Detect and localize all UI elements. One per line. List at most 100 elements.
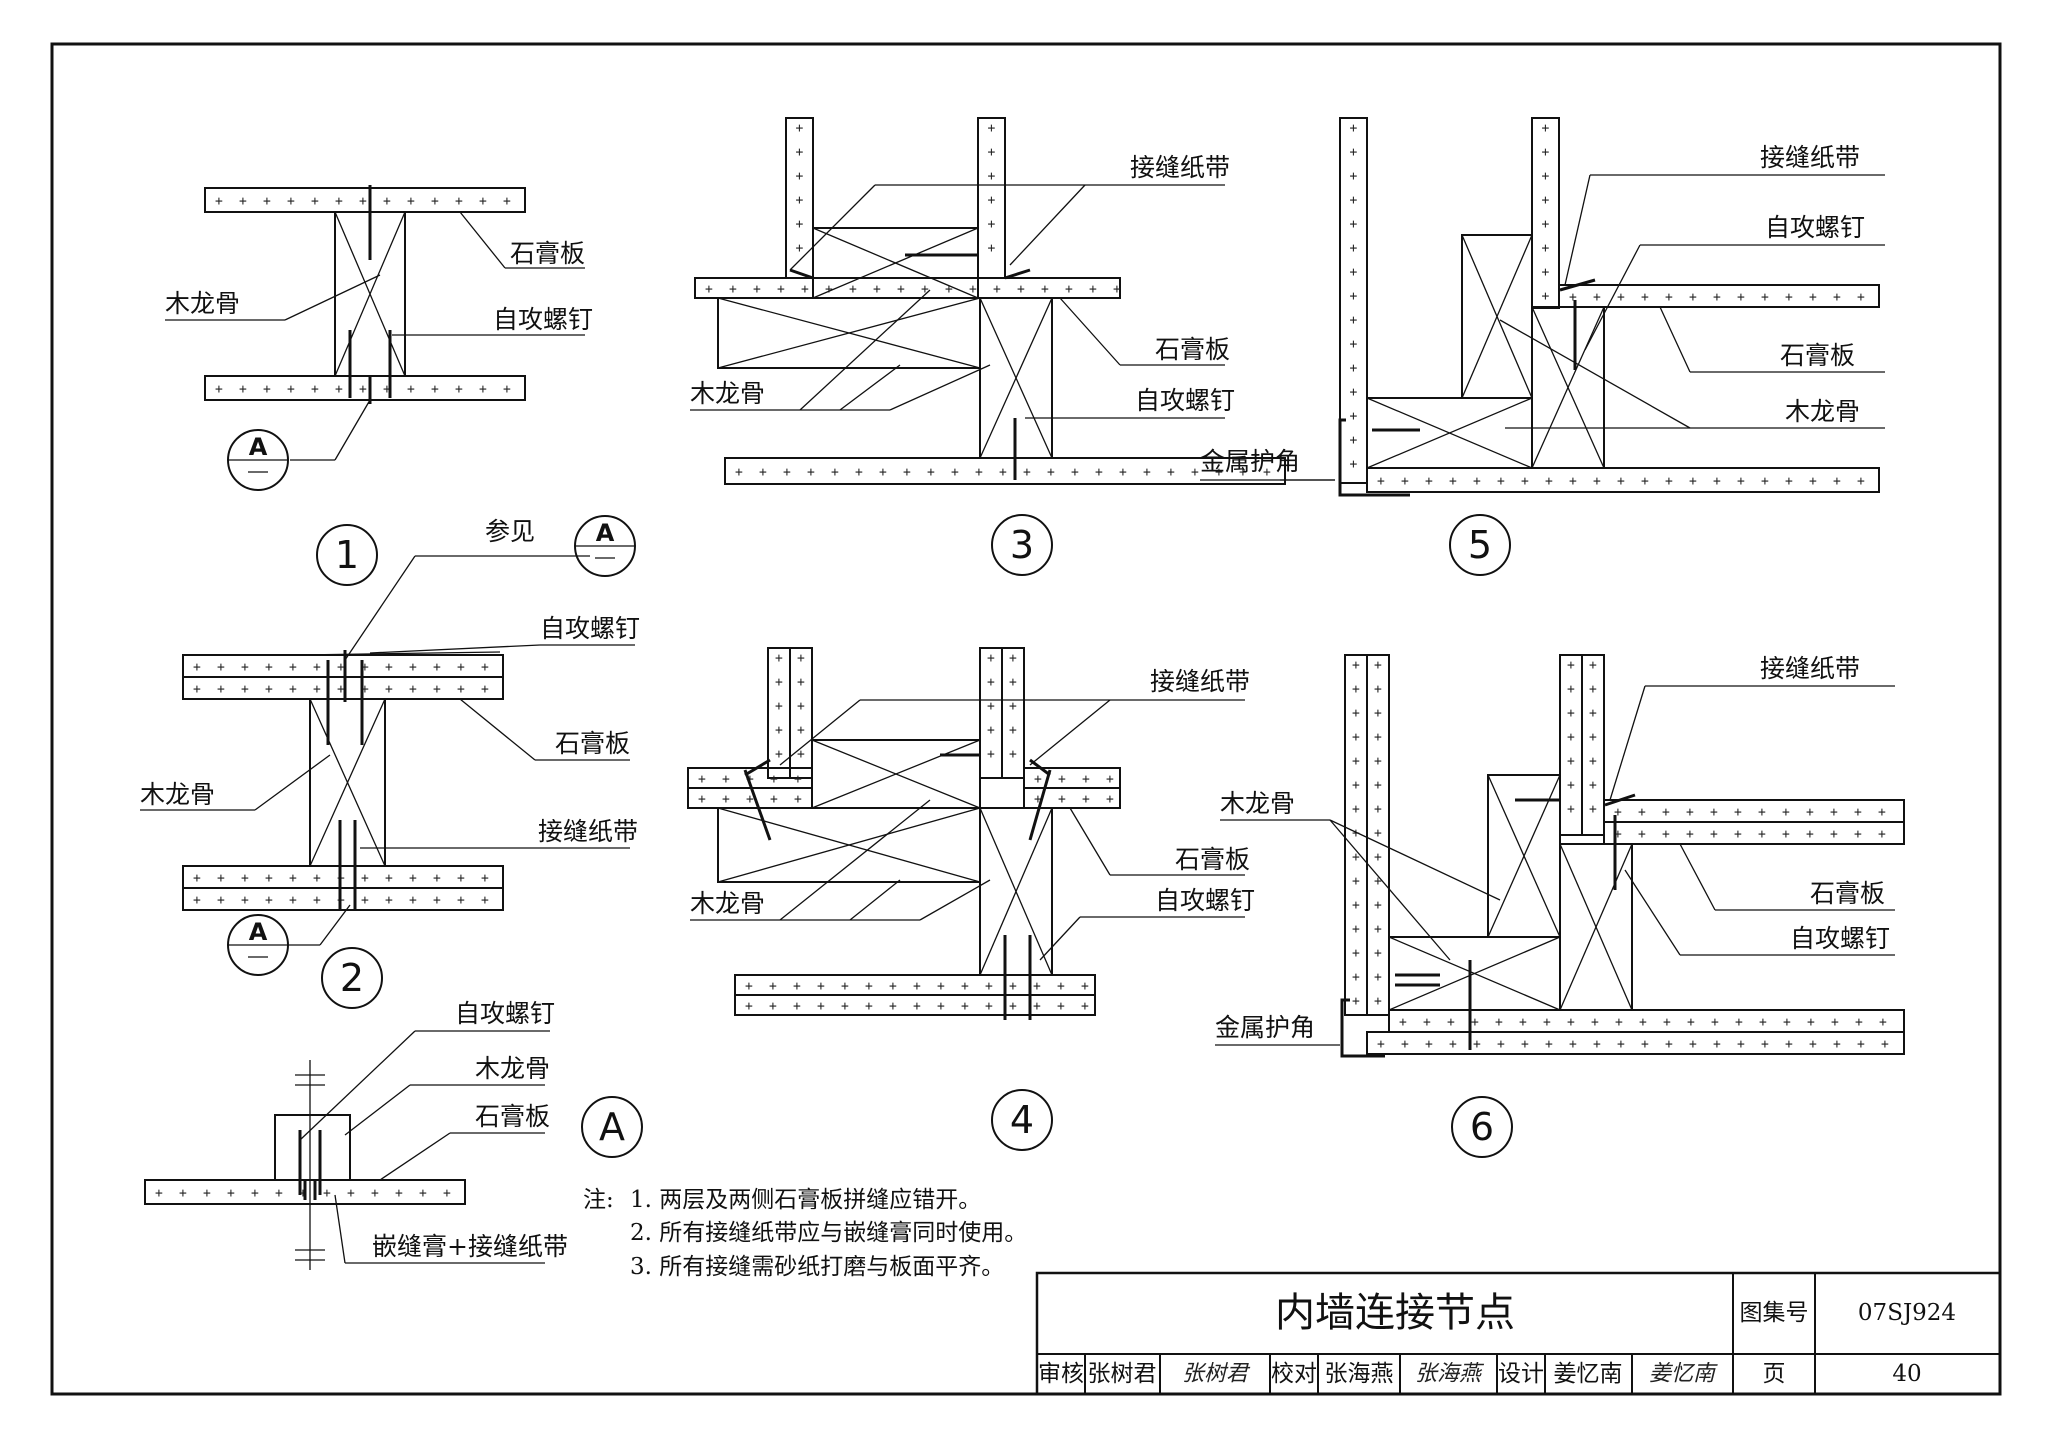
hatch-mark: + <box>988 193 996 208</box>
hatch-mark: + <box>961 999 969 1014</box>
hatch-mark: + <box>729 282 737 297</box>
hatch-mark: + <box>347 1186 355 1201</box>
design-label: 设计 <box>1498 1361 1544 1387</box>
hatch-mark: + <box>1350 457 1358 472</box>
hatch-mark: + <box>1399 1015 1407 1030</box>
hatch-mark: + <box>263 382 271 397</box>
hatch-mark: + <box>1023 465 1031 480</box>
atlas-no-label: 图集号 <box>1740 1300 1809 1326</box>
hatch-mark: + <box>1761 474 1769 489</box>
note-item: 1. 两层及两侧石膏板拼缝应错开。 <box>630 1187 981 1213</box>
hatch-mark: + <box>335 194 343 209</box>
hatch-mark: + <box>1352 754 1360 769</box>
hatch-mark: + <box>1081 979 1089 994</box>
gypsum-board <box>789 647 813 779</box>
hatch-mark: + <box>1350 289 1358 304</box>
hatch-mark: + <box>443 1186 451 1201</box>
page-label: 页 <box>1763 1361 1786 1387</box>
hatch-mark: + <box>1033 979 1041 994</box>
hatch-mark: + <box>409 893 417 908</box>
hatch-mark: + <box>1191 465 1199 480</box>
hatch-mark: + <box>1830 805 1838 820</box>
hatch-mark: + <box>1710 827 1718 842</box>
ref-marker-label: A <box>249 918 268 946</box>
label-screw: 自攻螺钉 <box>1155 886 1255 915</box>
hatch-mark: + <box>1350 193 1358 208</box>
hatch-mark: + <box>1854 805 1862 820</box>
gypsum-board-hatch: +++++++++++++++ <box>745 979 1089 994</box>
hatch-mark: + <box>1009 723 1017 738</box>
hatch-mark: + <box>1106 772 1114 787</box>
gypsum-board-hatch: ++++ <box>1034 772 1114 787</box>
hatch-mark: + <box>1374 706 1382 721</box>
hatch-mark: + <box>265 660 273 675</box>
hatch-mark: + <box>889 999 897 1014</box>
hatch-mark: + <box>335 382 343 397</box>
hatch-mark: + <box>503 382 511 397</box>
hatch-mark: + <box>1082 792 1090 807</box>
hatch-mark: + <box>1017 282 1025 297</box>
hatch-mark: + <box>1785 474 1793 489</box>
gypsum-board-hatch: +++++ <box>987 651 995 762</box>
hatch-mark: + <box>1519 1015 1527 1030</box>
label-gypsum-board: 石膏板 <box>475 1102 550 1131</box>
hatch-mark: + <box>793 979 801 994</box>
hatch-mark: + <box>1009 747 1017 762</box>
hatch-mark: + <box>775 699 783 714</box>
hatch-mark: + <box>359 382 367 397</box>
label-gypsum-board: 石膏板 <box>1175 845 1250 874</box>
hatch-mark: + <box>1734 805 1742 820</box>
hatch-mark: + <box>1617 474 1625 489</box>
hatch-mark: + <box>1352 874 1360 889</box>
gypsum-board-hatch: +++++ <box>775 651 783 762</box>
hatch-mark: + <box>985 999 993 1014</box>
hatch-mark: + <box>796 121 804 136</box>
hatch-mark: + <box>263 194 271 209</box>
hatch-mark: + <box>797 723 805 738</box>
hatch-mark: + <box>1089 282 1097 297</box>
gypsum-board-hatch: +++++++++++++ <box>215 194 511 209</box>
reviewer-name: 张树君 <box>1088 1361 1157 1387</box>
gypsum-board-hatch: ++++++++++++++++++ <box>705 282 1121 297</box>
hatch-mark: + <box>361 660 369 675</box>
hatch-mark: + <box>481 893 489 908</box>
hatch-mark: + <box>419 1186 427 1201</box>
hatch-mark: + <box>193 682 201 697</box>
hatch-mark: + <box>1263 465 1271 480</box>
gypsum-board-hatch: +++++ <box>698 772 802 787</box>
hatch-mark: + <box>1665 1037 1673 1052</box>
hatch-mark: + <box>745 979 753 994</box>
notes-prefix: 注: <box>583 1187 614 1213</box>
hatch-mark: + <box>1350 121 1358 136</box>
hatch-mark: + <box>1065 282 1073 297</box>
hatch-mark: + <box>1589 706 1597 721</box>
detail-number-circle <box>316 524 378 586</box>
hatch-mark: + <box>1593 290 1601 305</box>
hatch-mark: + <box>797 675 805 690</box>
hatch-mark: + <box>753 282 761 297</box>
gypsum-board <box>1023 787 1121 809</box>
hatch-mark: + <box>313 660 321 675</box>
label-joint-tape: 接缝纸带 <box>1130 153 1230 182</box>
hatch-mark: + <box>987 747 995 762</box>
hatch-mark: + <box>951 465 959 480</box>
checker-signature: 张海燕 <box>1415 1362 1485 1387</box>
hatch-mark: + <box>265 893 273 908</box>
designer-name: 姜忆南 <box>1554 1361 1623 1387</box>
hatch-mark: + <box>1662 805 1670 820</box>
gypsum-board-hatch: ++++++ <box>796 121 804 256</box>
detail-number-circle <box>991 1089 1053 1151</box>
detail-number-circle <box>1449 514 1511 576</box>
hatch-mark: + <box>1350 385 1358 400</box>
hatch-mark: + <box>1713 1037 1721 1052</box>
label-joint-tape: 接缝纸带 <box>538 817 638 846</box>
hatch-mark: + <box>1497 1037 1505 1052</box>
detail-5: +++++++++++++++ ++++++++ +++++++++++++ +… <box>1200 117 1885 576</box>
hatch-mark: + <box>855 465 863 480</box>
hatch-mark: + <box>1374 898 1382 913</box>
hatch-mark: + <box>455 194 463 209</box>
detail-3: ++++++ ++++++ ++++++++++++++++++ +++++++… <box>690 117 1286 576</box>
hatch-mark: + <box>961 979 969 994</box>
hatch-mark: + <box>1401 1037 1409 1052</box>
